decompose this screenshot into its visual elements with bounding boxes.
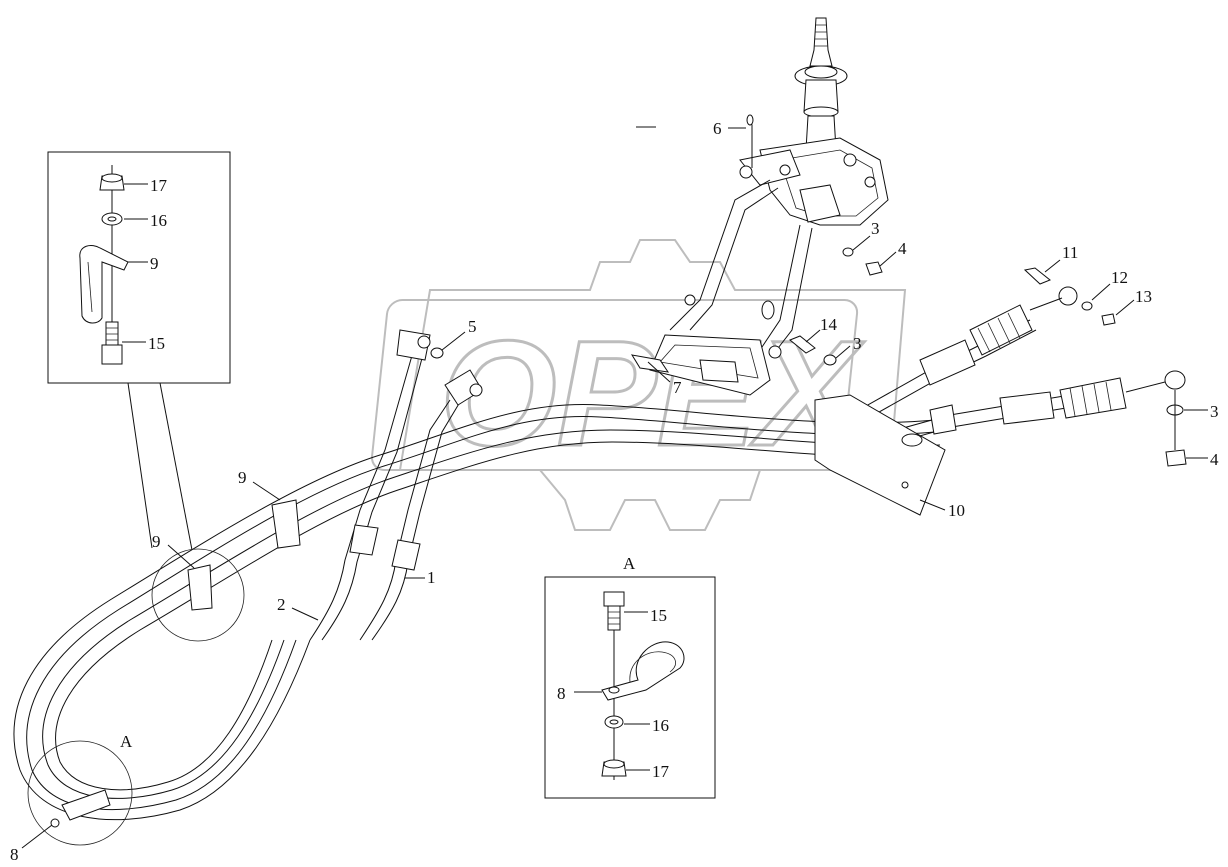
detail-circle-9 xyxy=(151,548,245,642)
callout-8: 8 xyxy=(10,845,19,864)
callout-9-lower: 9 xyxy=(152,532,161,551)
inset-top-left: 17 16 9 15 xyxy=(47,151,231,551)
callout-3-right: 3 xyxy=(1210,402,1219,421)
inset-bolt-15 xyxy=(105,321,119,346)
bolt-14 xyxy=(789,335,816,354)
callout-14: 14 xyxy=(820,315,838,334)
shift-lever-assembly xyxy=(649,17,889,396)
clip-8 xyxy=(61,789,111,821)
inset-top-left-frame xyxy=(47,151,231,384)
watermark-gear-icon xyxy=(398,239,907,531)
inset-a-frame xyxy=(544,576,716,799)
watermark-frame xyxy=(370,299,859,471)
inset-a: A 15 8 16 17 xyxy=(544,554,716,799)
washer-5 xyxy=(430,347,444,359)
inset-top-left-label-16: 16 xyxy=(150,211,167,230)
inset-a-label-16: 16 xyxy=(652,716,669,735)
inset-top-left-label-15: 15 xyxy=(148,334,165,353)
callout-2: 2 xyxy=(277,595,286,614)
fasteners xyxy=(430,247,1187,467)
inset-a-bolt-15 xyxy=(603,591,625,607)
cable-2 xyxy=(309,344,416,641)
callout-3-mid: 3 xyxy=(853,334,862,353)
washer-3-top xyxy=(842,247,854,257)
inset-top-left-label-17: 17 xyxy=(150,176,168,195)
washer-12 xyxy=(1081,301,1093,311)
watermark-text: OPEX xyxy=(440,309,865,477)
washer-3-mid xyxy=(823,354,837,366)
cable-loop-outer-2 xyxy=(26,415,936,811)
inset-clip-9 xyxy=(79,245,129,324)
cable-loop-outer xyxy=(13,403,936,821)
callout-7: 7 xyxy=(673,378,682,397)
inset-top-left-label-9: 9 xyxy=(150,254,159,273)
watermark: OPEX xyxy=(370,239,907,531)
callout-4-right: 4 xyxy=(1210,450,1219,469)
callout-1: 1 xyxy=(427,568,436,587)
callout-12: 12 xyxy=(1111,268,1128,287)
inset-a-label-15: 15 xyxy=(650,606,667,625)
inset-a-label-8: 8 xyxy=(557,684,566,703)
callout-11: 11 xyxy=(1062,243,1078,262)
clip-9-lower xyxy=(187,564,213,611)
detail-circle-a xyxy=(27,740,133,846)
inset-a-clip-8 xyxy=(601,641,685,701)
callout-4-top: 4 xyxy=(898,239,907,258)
callouts: 1 2 3 4 3 3 4 5 6 7 8 9 9 10 11 12 13 xyxy=(10,119,1219,864)
callout-3-top: 3 xyxy=(871,219,880,238)
callout-6: 6 xyxy=(713,119,722,138)
callout-5: 5 xyxy=(468,317,477,336)
cable-loop-inner-2 xyxy=(55,441,941,791)
callout-9-upper: 9 xyxy=(238,468,247,487)
inset-a-label-17: 17 xyxy=(652,762,670,781)
detail-label-a: A xyxy=(120,732,133,751)
nut-13 xyxy=(1101,313,1116,326)
mounting-bracket xyxy=(814,394,946,516)
nut-4-top xyxy=(865,261,883,276)
cable-loop-inner xyxy=(42,429,941,799)
inset-a-title: A xyxy=(623,554,636,573)
callout-13: 13 xyxy=(1135,287,1152,306)
callout-10: 10 xyxy=(948,501,965,520)
nut-4-right xyxy=(1165,449,1187,467)
clip-9-upper xyxy=(271,499,301,549)
bolt-11 xyxy=(1023,267,1051,285)
cable-1 xyxy=(359,399,451,641)
